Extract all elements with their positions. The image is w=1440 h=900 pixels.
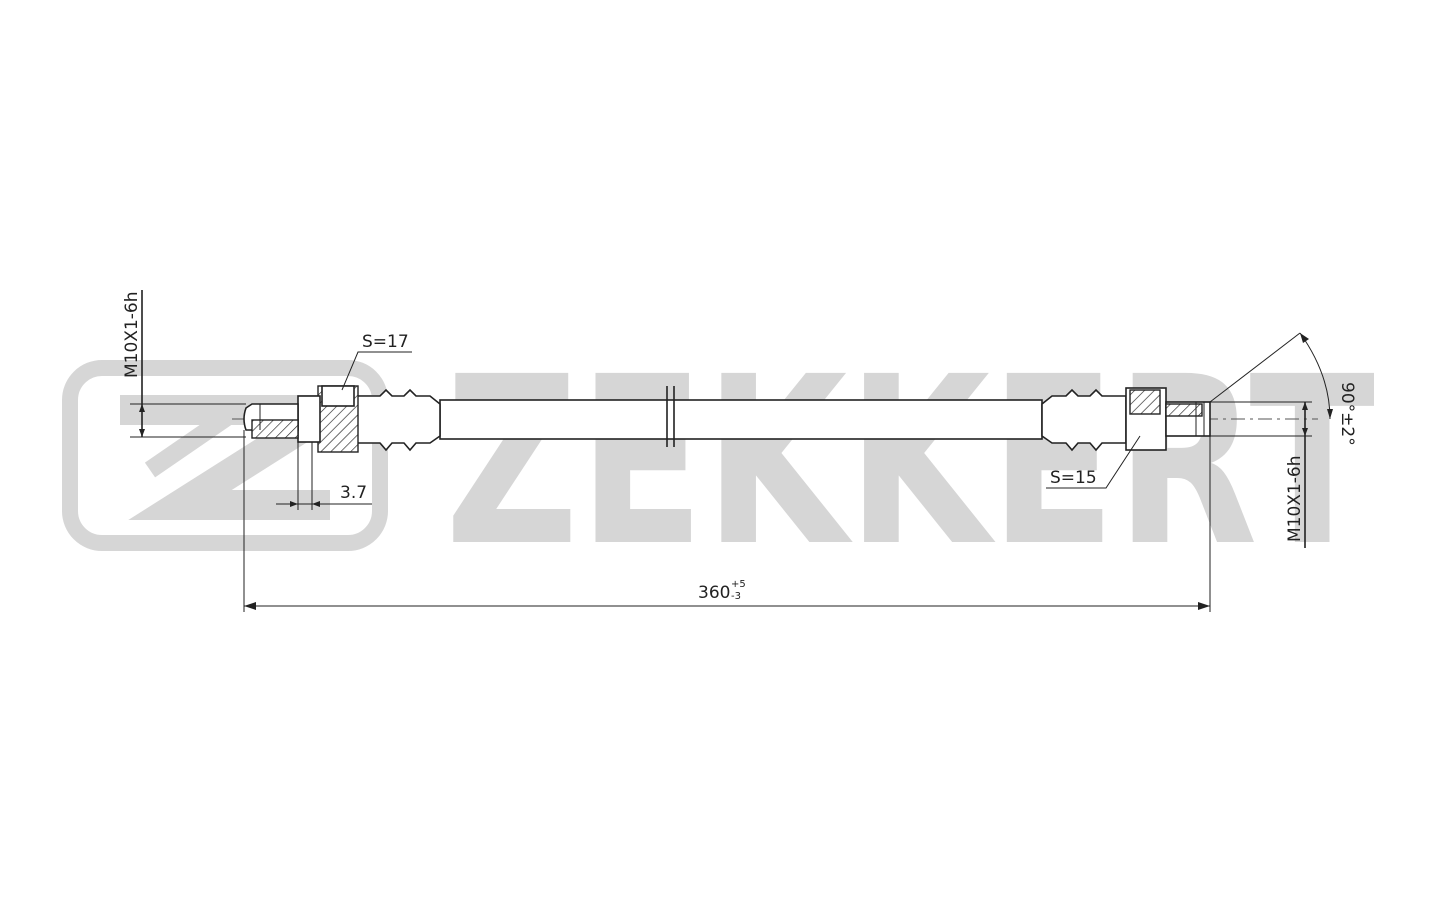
dimension-thread-left: M10X1-6h — [122, 290, 246, 438]
angle-label: 90°±2° — [1337, 382, 1357, 446]
zekkert-watermark: ZEKKERT — [62, 327, 1375, 597]
dimension-wrench-right: S=15 — [1046, 435, 1141, 489]
thread-right-label: M10X1-6h — [1285, 456, 1305, 543]
dimension-thread-right: M10X1-6h — [1210, 401, 1312, 548]
wrench-left-label: S=17 — [362, 332, 409, 352]
offset-label: 3.7 — [340, 483, 367, 503]
dimension-overall-length: 360 +5 -3 — [243, 430, 1211, 612]
length-tol-upper: +5 — [731, 579, 746, 590]
length-main-label: 360 — [698, 583, 730, 603]
dimension-angle: 90°±2° — [1209, 332, 1357, 446]
watermark-logo-emblem — [62, 360, 388, 551]
thread-left-label: M10X1-6h — [122, 292, 142, 379]
left-fitting — [243, 385, 441, 453]
wrench-right-label: S=15 — [1050, 468, 1097, 488]
right-fitting — [1041, 387, 1211, 452]
watermark-brand-text: ZEKKERT — [445, 327, 1375, 597]
dimension-offset: 3.7 — [276, 442, 372, 510]
length-tol-lower: -3 — [731, 591, 741, 602]
hose-body — [439, 386, 1043, 447]
dimension-wrench-left: S=17 — [341, 332, 412, 391]
